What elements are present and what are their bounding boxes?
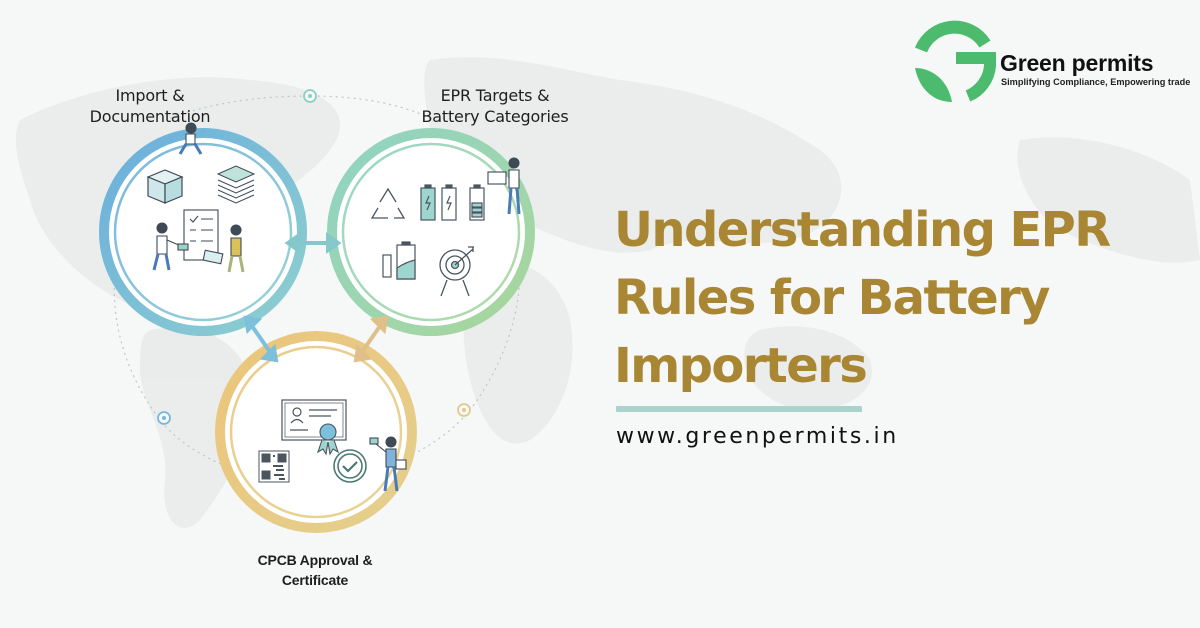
double-arrow-icon: [284, 232, 342, 254]
connector-node-icons: [157, 89, 471, 425]
title-line: Rules for Battery: [614, 270, 1050, 326]
package-box-icon: [146, 169, 184, 204]
certificate-icon: [281, 399, 347, 441]
battery-level-icon: [469, 184, 485, 221]
step-ring-epr-targets: [327, 128, 535, 336]
dotted-connector-loop: [113, 95, 521, 469]
battery-charging-icon: [420, 184, 436, 221]
step-title-line: Certificate: [281, 572, 349, 589]
step-title-line: EPR Targets &: [440, 86, 550, 105]
battery-level-icon: [382, 241, 416, 280]
brand-logo[interactable]: Green permits Simplifying Compliance, Em…: [912, 20, 1190, 104]
double-arrow-icon: [243, 315, 279, 363]
person-sitting-icon: [178, 122, 203, 155]
step-title-epr-targets: EPR Targets & Battery Categories: [395, 86, 595, 128]
title-line: Understanding EPR: [614, 202, 1111, 258]
step-title-import-documentation: Import & Documentation: [70, 86, 230, 128]
step-title-line: Battery Categories: [421, 106, 569, 126]
brand-name: Green permits: [1000, 50, 1154, 76]
document-stack-icon: [216, 165, 256, 204]
step-title-cpcb-approval: CPCB Approval & Certificate: [225, 550, 405, 591]
epr-process-diagram: [99, 89, 535, 533]
person-presenting-icon: [369, 436, 407, 492]
recycle-icon: [370, 187, 406, 219]
step-title-line: CPCB Approval &: [257, 552, 373, 568]
person-with-laptop-icon: [487, 157, 521, 215]
award-ribbon-icon: [317, 423, 339, 456]
title-line: Importers: [614, 338, 868, 394]
battery-icon: [441, 184, 457, 221]
step-title-line: Documentation: [89, 106, 211, 126]
brand-tagline: Simplifying Compliance, Empowering trade: [1001, 77, 1191, 87]
qr-code-icon: [258, 450, 290, 483]
step-title-line: Import &: [115, 86, 185, 105]
double-arrow-icon: [353, 315, 389, 363]
green-permits-logo-icon: [914, 20, 996, 102]
page-title: Understanding EPR Rules for Battery Impo…: [614, 196, 1174, 400]
target-icon: [439, 246, 474, 297]
website-link[interactable]: www.greenpermits.in: [616, 424, 899, 449]
check-circle-icon: [333, 449, 367, 483]
title-divider: [616, 406, 862, 412]
people-exchanging-documents-icon: [152, 222, 245, 273]
